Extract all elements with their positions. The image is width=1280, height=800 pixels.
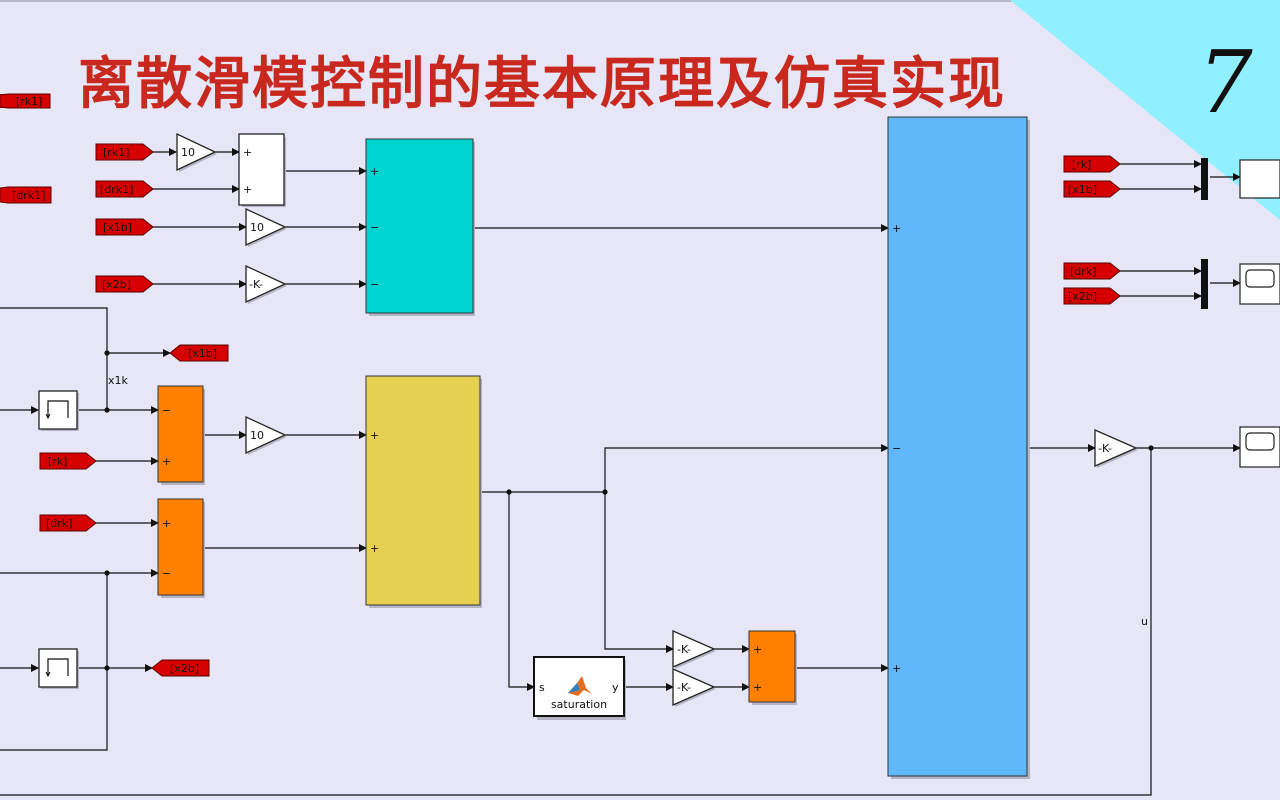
- matlab-function-saturation[interactable]: s y saturation: [533, 656, 626, 720]
- sum-block-blue[interactable]: + − +: [887, 116, 1030, 779]
- svg-text:+: +: [162, 455, 171, 468]
- goto-tag-drk1-left[interactable]: [drk1]: [0, 186, 52, 204]
- svg-text:[x2b]: [x2b]: [170, 662, 199, 675]
- svg-text:+: +: [370, 429, 379, 442]
- svg-text:[x1b]: [x1b]: [103, 221, 132, 234]
- signal-label-x1k: x1k: [108, 374, 129, 387]
- wires: [0, 148, 1241, 796]
- sum-block-orange-1[interactable]: − +: [157, 385, 205, 485]
- svg-text:−: −: [162, 567, 171, 580]
- svg-text:-K-: -K-: [1098, 442, 1112, 455]
- svg-text:[rk]: [rk]: [48, 455, 67, 468]
- svg-text:[x2b]: [x2b]: [1068, 290, 1097, 303]
- sum-block-yellow[interactable]: + +: [365, 375, 482, 608]
- sum-block-top[interactable]: + +: [238, 133, 286, 207]
- svg-text:10: 10: [181, 146, 195, 159]
- goto-tag-x1b[interactable]: [x1b]: [169, 344, 229, 362]
- from-tag-drk[interactable]: [drk]: [39, 514, 97, 532]
- page-title: 离散滑模控制的基本原理及仿真实现: [78, 52, 1006, 117]
- svg-text:+: +: [753, 643, 762, 656]
- svg-text:10: 10: [250, 221, 264, 234]
- from-tag-scope-x2b[interactable]: [x2b]: [1063, 287, 1121, 305]
- svg-text:[rk1]: [rk1]: [16, 95, 42, 108]
- scope-screen-icon: [1245, 432, 1275, 451]
- signal-label-u: u: [1141, 615, 1148, 628]
- mux-bar-2[interactable]: [1201, 259, 1208, 309]
- corner-decoration: [1010, 0, 1280, 220]
- from-tag-rk1[interactable]: [rk1]: [95, 143, 154, 161]
- svg-text:+: +: [243, 183, 252, 196]
- gain-k2[interactable]: -K-: [672, 668, 716, 707]
- svg-text:[drk1]: [drk1]: [12, 189, 45, 202]
- svg-text:-K-: -K-: [677, 681, 691, 694]
- gain-output[interactable]: -K-: [1094, 429, 1138, 468]
- from-tag-rk[interactable]: [rk]: [39, 452, 97, 470]
- svg-text:s: s: [539, 681, 545, 694]
- svg-text:[x1b]: [x1b]: [1068, 183, 1097, 196]
- svg-text:+: +: [243, 146, 252, 159]
- svg-text:+: +: [892, 662, 901, 675]
- svg-text:−: −: [370, 221, 379, 234]
- gain-x1b[interactable]: 10: [245, 207, 287, 247]
- delay-icon: [47, 658, 69, 676]
- svg-text:10: 10: [250, 429, 264, 442]
- svg-text:−: −: [892, 442, 901, 455]
- sum-block-orange-3[interactable]: + +: [748, 630, 797, 705]
- gain-error[interactable]: 10: [245, 415, 287, 455]
- svg-text:+: +: [892, 222, 901, 235]
- svg-text:-K-: -K-: [677, 643, 691, 656]
- branch-points: [104, 350, 1154, 671]
- svg-text:-K-: -K-: [249, 278, 263, 291]
- from-tag-scope-drk[interactable]: [drk]: [1063, 262, 1121, 280]
- scope-screen-icon: [1245, 269, 1275, 288]
- svg-text:+: +: [162, 517, 171, 530]
- sum-block-orange-2[interactable]: + −: [157, 498, 205, 598]
- svg-text:+: +: [370, 165, 379, 178]
- scope-block-2[interactable]: [1239, 263, 1280, 305]
- goto-tag-x2b[interactable]: [x2b]: [151, 659, 210, 677]
- from-tag-scope-x1b[interactable]: [x1b]: [1063, 180, 1121, 198]
- svg-text:y: y: [612, 681, 619, 694]
- svg-text:[drk]: [drk]: [1070, 265, 1096, 278]
- unit-delay-block-1[interactable]: [38, 390, 79, 431]
- svg-text:[rk]: [rk]: [1072, 158, 1091, 171]
- from-tag-scope-rk[interactable]: [rk]: [1063, 155, 1121, 173]
- svg-text:+: +: [370, 542, 379, 555]
- mux-bar-1[interactable]: [1201, 158, 1208, 200]
- svg-text:saturation: saturation: [551, 698, 607, 711]
- slide-number: 7: [1198, 33, 1253, 133]
- goto-tag-rk1-left[interactable]: [rk1]: [0, 93, 51, 109]
- gain-x2b[interactable]: -K-: [245, 264, 287, 304]
- scope-block-3[interactable]: [1239, 426, 1280, 468]
- delay-icon: [47, 400, 69, 418]
- svg-text:[rk1]: [rk1]: [103, 146, 129, 159]
- svg-text:+: +: [753, 681, 762, 694]
- svg-text:[drk1]: [drk1]: [100, 183, 133, 196]
- svg-text:[x1b]: [x1b]: [188, 347, 217, 360]
- from-tag-x1b[interactable]: [x1b]: [95, 218, 154, 236]
- from-tag-x2b[interactable]: [x2b]: [95, 275, 154, 293]
- gain-rk1[interactable]: 10: [176, 132, 217, 172]
- unit-delay-block-2[interactable]: [38, 648, 79, 689]
- sum-block-cyan[interactable]: + − −: [365, 138, 475, 316]
- svg-text:[x2b]: [x2b]: [102, 278, 131, 291]
- gain-k1[interactable]: -K-: [672, 630, 716, 669]
- svg-text:−: −: [370, 278, 379, 291]
- svg-text:−: −: [162, 404, 171, 417]
- svg-text:[drk]: [drk]: [46, 517, 72, 530]
- from-tag-drk1[interactable]: [drk1]: [95, 180, 154, 198]
- matlab-logo-icon: [568, 676, 592, 696]
- scope-block-1[interactable]: [1239, 159, 1280, 199]
